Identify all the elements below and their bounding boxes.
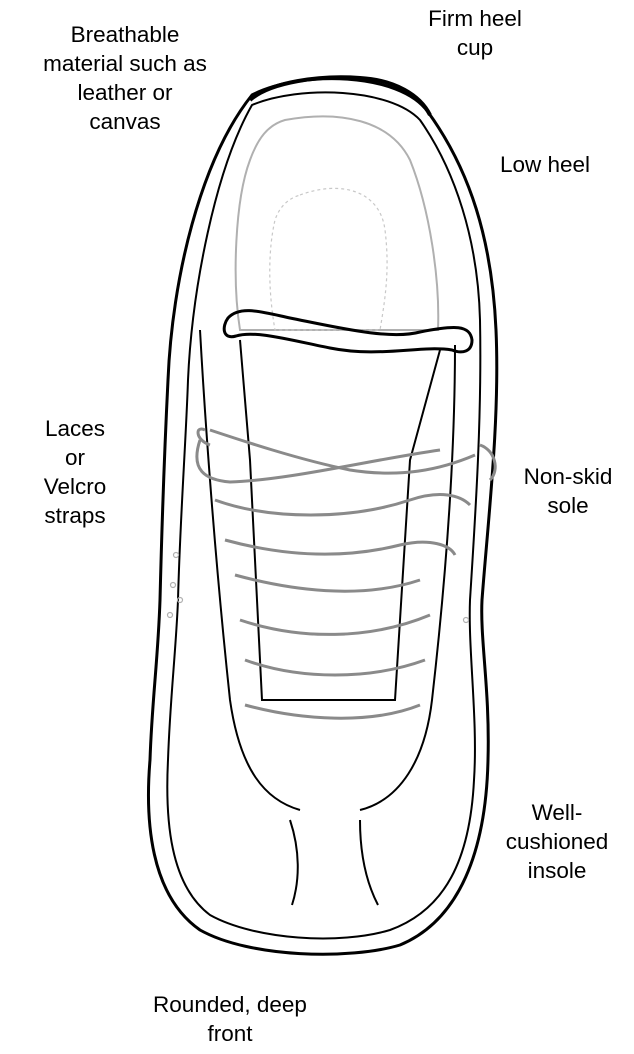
label-line: material such as bbox=[10, 49, 240, 78]
label-non-skid-sole: Non-skid sole bbox=[508, 462, 628, 520]
label-line: cup bbox=[405, 33, 545, 62]
toe-center-right bbox=[360, 820, 378, 905]
heel-cup bbox=[250, 77, 430, 115]
label-line: Low heel bbox=[480, 150, 610, 179]
insole-outline bbox=[236, 116, 439, 330]
label-rounded-front: Rounded, deep front bbox=[135, 990, 325, 1048]
label-line: Non-skid bbox=[508, 462, 628, 491]
label-line: sole bbox=[508, 491, 628, 520]
label-line: insole bbox=[490, 856, 624, 885]
label-laces-velcro: Laces or Velcro straps bbox=[20, 414, 130, 530]
eyestay-left bbox=[200, 330, 300, 810]
tongue-collar bbox=[224, 311, 472, 352]
label-low-heel: Low heel bbox=[480, 150, 610, 179]
label-line: Well- bbox=[490, 798, 624, 827]
label-line: front bbox=[135, 1019, 325, 1048]
label-line: cushioned bbox=[490, 827, 624, 856]
label-cushioned-insole: Well- cushioned insole bbox=[490, 798, 624, 885]
label-line: leather or bbox=[10, 78, 240, 107]
label-line: canvas bbox=[10, 107, 240, 136]
label-line: Rounded, deep bbox=[135, 990, 325, 1019]
outer-sole-outline bbox=[148, 79, 496, 955]
eyestay-right bbox=[360, 345, 455, 810]
label-line: Firm heel bbox=[405, 4, 545, 33]
label-firm-heel-cup: Firm heel cup bbox=[405, 4, 545, 62]
label-line: Laces bbox=[20, 414, 130, 443]
label-line: Velcro bbox=[20, 472, 130, 501]
tongue bbox=[240, 340, 440, 700]
label-breathable-material: Breathable material such as leather or c… bbox=[10, 20, 240, 136]
label-line: straps bbox=[20, 501, 130, 530]
laces bbox=[197, 429, 495, 718]
insole-stitching bbox=[270, 188, 387, 330]
label-line: Breathable bbox=[10, 20, 240, 49]
side-dots bbox=[168, 553, 469, 623]
toe-center-left bbox=[290, 820, 298, 905]
label-line: or bbox=[20, 443, 130, 472]
